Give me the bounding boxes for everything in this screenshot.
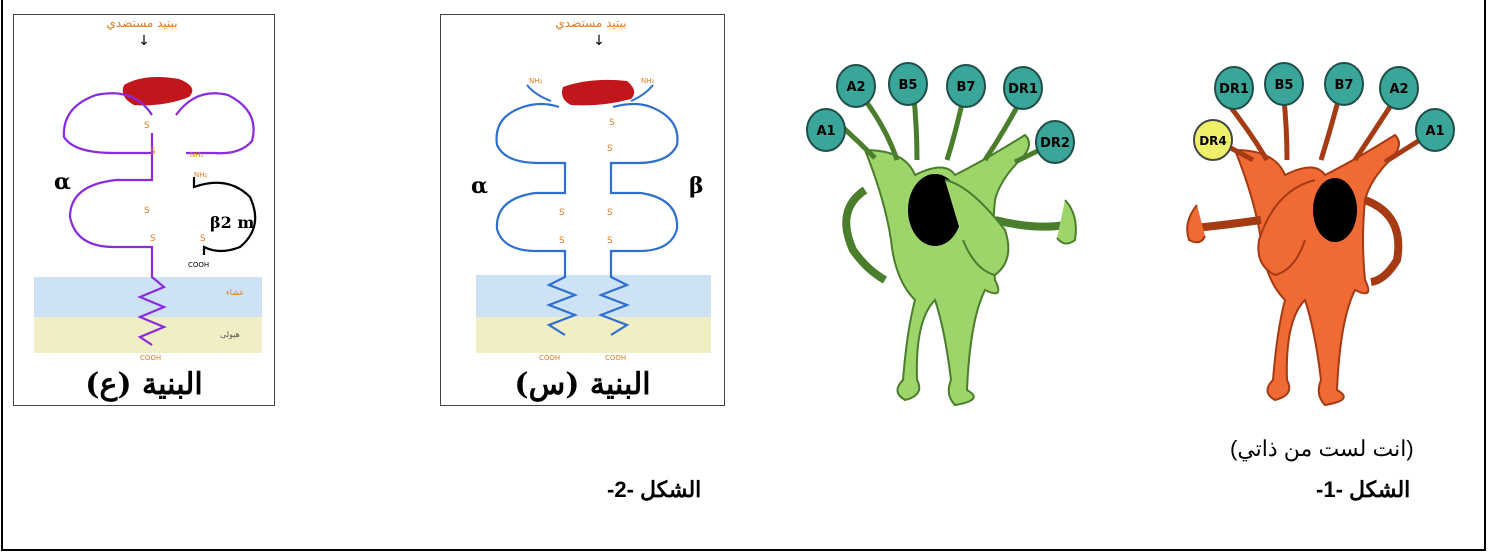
cytoplasm-band bbox=[476, 317, 711, 353]
cytoplasm-label: هيولى bbox=[220, 330, 240, 339]
membrane-band bbox=[476, 275, 711, 317]
figure2-caption: الشكل -2- bbox=[607, 477, 701, 503]
figure1-subcaption: (انت لست من ذاتي) bbox=[1230, 436, 1414, 462]
figure1-caption: الشكل -1- bbox=[1316, 477, 1410, 503]
green-marker-label: A2 bbox=[846, 80, 865, 95]
cooh-label: COOH bbox=[140, 354, 161, 362]
green-marker-label: B7 bbox=[957, 80, 976, 95]
right-arm bbox=[995, 220, 1065, 227]
left-arm bbox=[1195, 220, 1261, 228]
structure-s-title: البنية (س) bbox=[441, 367, 724, 402]
disulfide-label: S bbox=[559, 208, 565, 218]
disulfide-label: S bbox=[200, 234, 206, 244]
cooh-label: COOH bbox=[605, 354, 626, 362]
left-arm bbox=[846, 190, 885, 280]
right-arm bbox=[1365, 200, 1398, 282]
membrane-band bbox=[34, 277, 262, 317]
cooh-label: COOH bbox=[539, 354, 560, 362]
cooh-label: COOH bbox=[188, 261, 209, 269]
dr4-marker-label: DR4 bbox=[1199, 134, 1227, 148]
green-marker-label: DR2 bbox=[1040, 136, 1070, 151]
orange-marker-label: DR1 bbox=[1219, 82, 1249, 97]
green-marker-label: DR1 bbox=[1008, 82, 1038, 97]
beta2m-label: β2 m bbox=[210, 213, 254, 232]
orange-marker-label: B5 bbox=[1275, 78, 1294, 93]
orange-marker-label: A2 bbox=[1389, 82, 1408, 97]
disulfide-label: S bbox=[607, 208, 613, 218]
disulfide-label: S bbox=[559, 236, 565, 246]
disulfide-label: S bbox=[144, 206, 150, 216]
orange-marker-label: B7 bbox=[1335, 78, 1354, 93]
orange-marker-label: A1 bbox=[1425, 124, 1444, 139]
disulfide-label: S bbox=[607, 236, 613, 246]
disulfide-label: S bbox=[150, 234, 156, 244]
green-marker-label: A1 bbox=[816, 124, 835, 139]
structure-e-title: البنية (ع) bbox=[14, 367, 274, 402]
green-marker-label: B5 bbox=[899, 78, 918, 93]
membrane-label: غشاء bbox=[226, 288, 244, 297]
